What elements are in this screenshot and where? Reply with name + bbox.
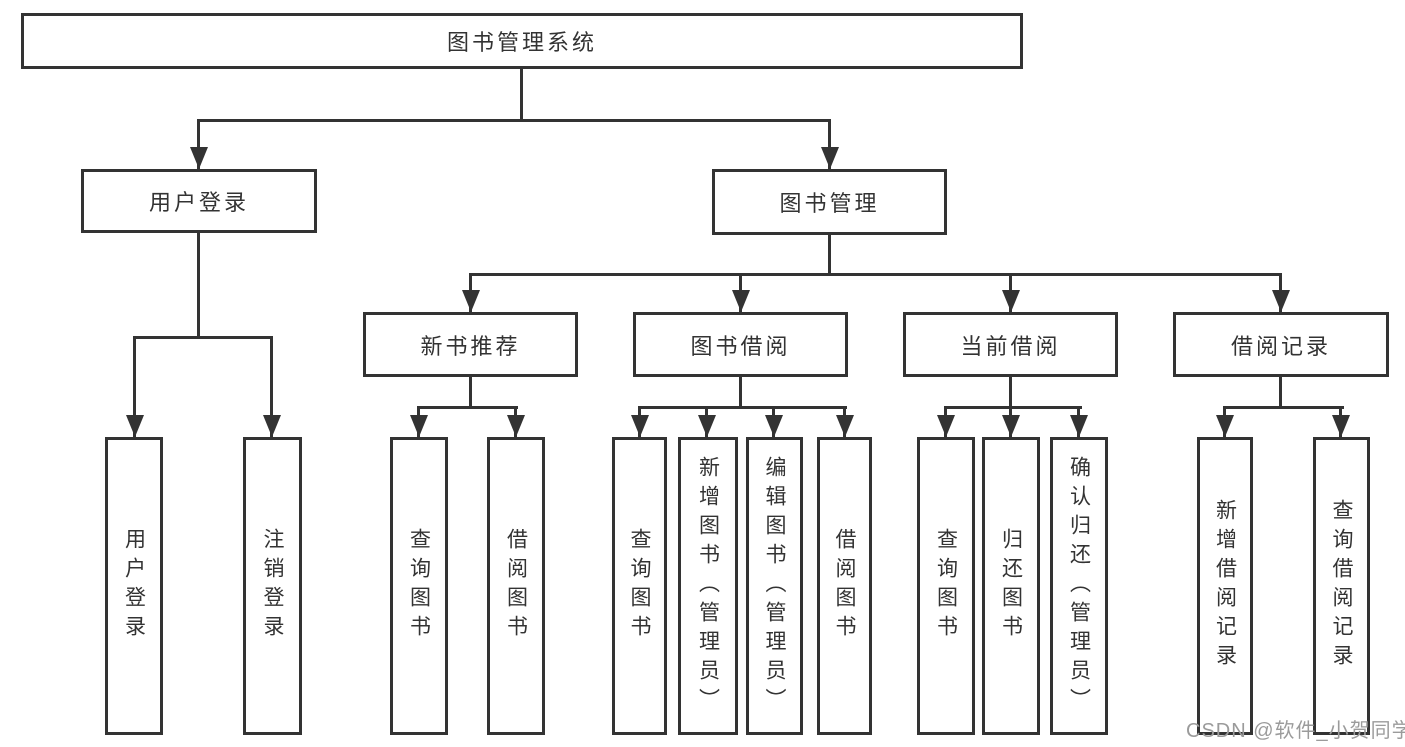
connector-section-rail [638,406,847,409]
arrow-down-icon [937,415,955,437]
arrow-down-icon [1332,415,1350,437]
node-user-login: 用户登录 [81,169,317,233]
connector-level2-rail [197,119,831,122]
node-label: 图书借阅 [690,333,791,359]
arrow-down-icon [765,415,783,437]
connector-leaf-drop [133,336,136,437]
connector-section-stem [1279,375,1282,408]
node-label: 图书管理 [779,191,880,216]
leaf-label: 新增图书（管理员） [696,455,720,717]
watermark: CSDN @软件_小贺同学 [1186,720,1405,742]
leaf-nbr-borrow-books: 借阅图书 [487,437,545,735]
leaf-nbr-query-books: 查询图书 [390,437,448,735]
leaf-logout: 注销登录 [243,437,302,735]
arrow-down-icon [1002,290,1020,312]
leaf-bb-add-books-admin: 新增图书（管理员） [678,437,738,735]
leaf-label: 确认归还（管理员） [1067,455,1091,717]
node-borrow-record: 借阅记录 [1173,312,1389,377]
node-root: 图书管理系统 [21,13,1023,69]
connector-section-rail [417,406,518,409]
connector-root-stem [520,69,523,121]
connector-level3-rail [469,273,1281,276]
connector-section-stem [1009,375,1012,408]
connector-section-stem [469,375,472,408]
leaf-br-add-record: 新增借阅记录 [1197,437,1253,735]
node-label: 用户登录 [148,190,249,215]
arrow-down-icon [631,415,649,437]
connector-section-stem [739,375,742,408]
leaf-bb-query-books: 查询图书 [612,437,667,735]
node-label: 图书管理系统 [446,30,597,55]
leaf-label: 编辑图书（管理员） [763,455,787,717]
leaf-user-login: 用户登录 [105,437,163,735]
leaf-label: 借阅图书 [833,528,857,644]
connector-user-branch-stem [197,233,200,337]
connector-section-rail [1223,406,1344,409]
arrow-down-icon [462,290,480,312]
arrow-down-icon [126,415,144,437]
connector-user-login-drop [197,119,200,169]
leaf-cb-return-books: 归还图书 [982,437,1040,735]
arrow-down-icon [190,147,208,169]
leaf-br-query-record: 查询借阅记录 [1313,437,1370,735]
leaf-label: 注销登录 [261,528,285,644]
arrow-down-icon [1272,290,1290,312]
arrow-down-icon [410,415,428,437]
node-label: 新书推荐 [420,333,521,359]
node-new-book-recommend: 新书推荐 [363,312,578,377]
node-label: 借阅记录 [1230,333,1331,359]
connector-section-rail [944,406,1082,409]
arrow-down-icon [836,415,854,437]
arrow-down-icon [821,147,839,169]
arrow-down-icon [507,415,525,437]
arrow-down-icon [1070,415,1088,437]
leaf-label: 新增借阅记录 [1213,499,1237,673]
arrow-down-icon [1002,415,1020,437]
node-book-borrow: 图书借阅 [633,312,848,377]
node-label: 当前借阅 [960,333,1061,359]
leaf-label: 查询图书 [934,528,958,644]
leaf-label: 归还图书 [999,528,1023,644]
leaf-label: 查询借阅记录 [1330,499,1354,673]
leaf-cb-query-books: 查询图书 [917,437,975,735]
leaf-label: 查询图书 [628,528,652,644]
leaf-bb-edit-books-admin: 编辑图书（管理员） [746,437,803,735]
arrow-down-icon [698,415,716,437]
arrow-down-icon [732,290,750,312]
leaf-cb-confirm-return-admin: 确认归还（管理员） [1050,437,1108,735]
arrow-down-icon [263,415,281,437]
leaf-bb-borrow-books: 借阅图书 [817,437,872,735]
leaf-label: 查询图书 [407,528,431,644]
node-book-management: 图书管理 [712,169,947,235]
node-current-borrow: 当前借阅 [903,312,1118,377]
connector-management-stem [828,233,831,275]
connector-user-branch-rail [133,336,273,339]
connector-book-management-drop [828,119,831,169]
arrow-down-icon [1216,415,1234,437]
leaf-label: 用户登录 [122,528,146,644]
leaf-label: 借阅图书 [504,528,528,644]
connector-leaf-drop [270,336,273,437]
